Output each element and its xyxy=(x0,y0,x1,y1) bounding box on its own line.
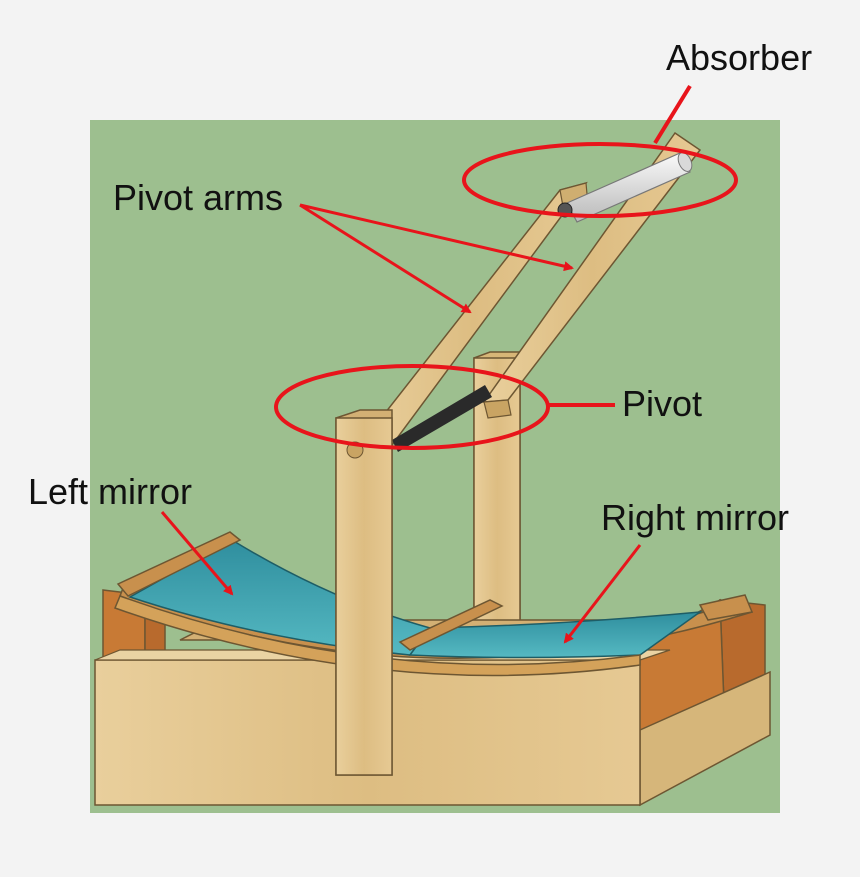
pivot-rod xyxy=(392,385,492,452)
pivot-label: Pivot xyxy=(622,383,703,424)
left-mirror-arrow xyxy=(160,511,234,596)
right-mirror-label: Right mirror xyxy=(601,497,790,538)
absorber-tube xyxy=(557,152,693,223)
back-post xyxy=(473,351,521,651)
pivot-arm-rear xyxy=(482,131,702,419)
pivot-arm-arrow-2 xyxy=(299,203,574,272)
absorber-leader xyxy=(653,84,692,145)
absorber-label: Absorber xyxy=(666,37,813,78)
left-mirror-label: Left mirror xyxy=(28,471,193,512)
absorber-highlight xyxy=(462,142,738,218)
pivot-arms-label: Pivot arms xyxy=(113,177,284,218)
right-mirror xyxy=(408,610,703,659)
pivot-arm-arrow-1 xyxy=(299,203,472,314)
front-post xyxy=(335,409,393,776)
right-mirror-arrow xyxy=(563,544,642,644)
